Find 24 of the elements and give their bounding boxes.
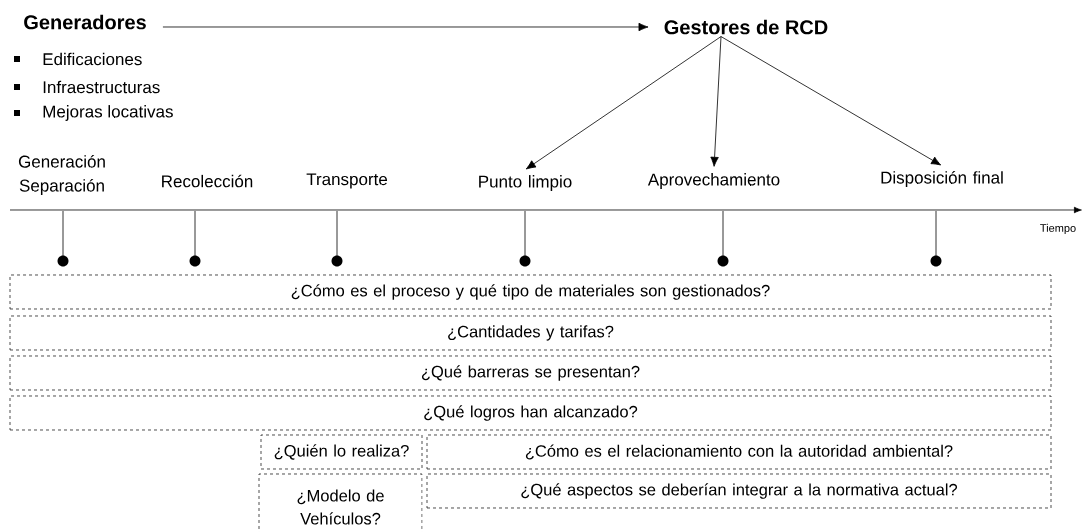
arrow: [525, 36, 722, 170]
stage-label: Punto limpio: [479, 175, 572, 191]
stage-label: Generación Separación: [18, 155, 105, 195]
question-box: ¿Qué barreras se presentan?: [9, 355, 1052, 391]
stage-label: Aprovechamiento: [647, 173, 780, 189]
arrow: [720, 36, 942, 166]
question-box: ¿Qué logros han alcanzado?: [9, 395, 1052, 431]
question-box: ¿Quién lo realiza?: [260, 434, 423, 470]
stage-label: Transporte: [306, 173, 388, 189]
stage-label: Disposición final: [881, 171, 1003, 187]
question-box: ¿Cómo es el relacionamiento con la autoridad ambiental?: [426, 434, 1052, 470]
bullet-item: Edificaciones: [14, 52, 142, 66]
question-box: ¿Modelo de Vehículos?: [258, 473, 423, 532]
heading: Gestores de RCD: [664, 19, 828, 35]
question-box: ¿Cantidades y tarifas?: [9, 315, 1052, 351]
arrow: [162, 22, 649, 32]
question-box: ¿Qué aspectos se deberían integrar a la normativa actual?: [426, 473, 1052, 509]
stage-label: Recolección: [162, 174, 253, 188]
bullet-item: Infraestructuras: [14, 80, 160, 94]
arrow: [710, 36, 722, 167]
axis-label: Tiempo: [1040, 223, 1076, 235]
heading: Generadores: [24, 14, 146, 30]
bullet-item: Mejoras locativas: [14, 105, 173, 121]
question-box: ¿Cómo es el proceso y qué tipo de materiales son gestionados?: [9, 274, 1052, 310]
